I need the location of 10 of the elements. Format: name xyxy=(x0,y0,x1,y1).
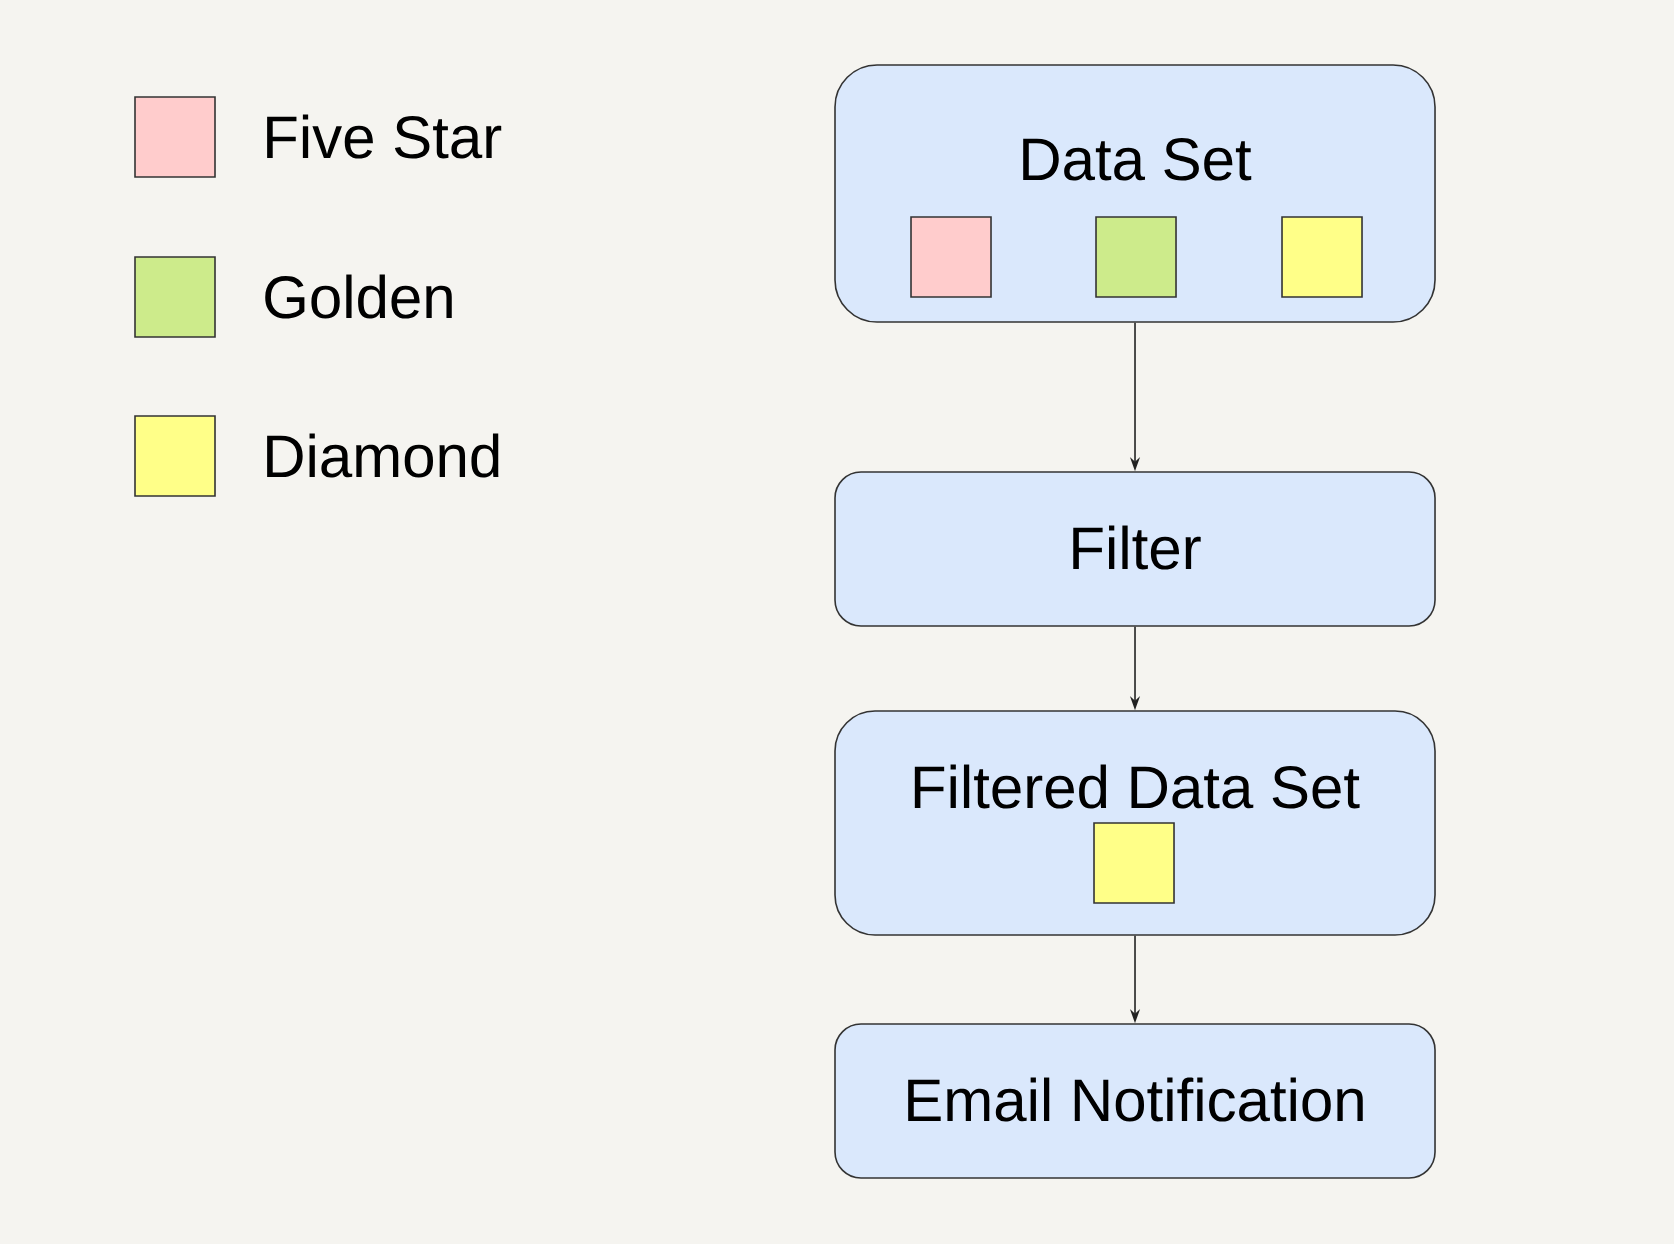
process-box: Filtered Data Set xyxy=(834,710,1436,936)
process-box: Filter xyxy=(834,471,1436,627)
legend-label: Golden xyxy=(265,274,452,319)
legend-label: Diamond xyxy=(267,433,499,478)
square-box xyxy=(1281,216,1363,298)
square-box xyxy=(910,216,992,298)
legend-label: Five Star xyxy=(267,114,502,159)
process-box: Email Notification xyxy=(834,1023,1436,1179)
square-box xyxy=(1093,822,1175,904)
square-box xyxy=(1095,216,1177,298)
